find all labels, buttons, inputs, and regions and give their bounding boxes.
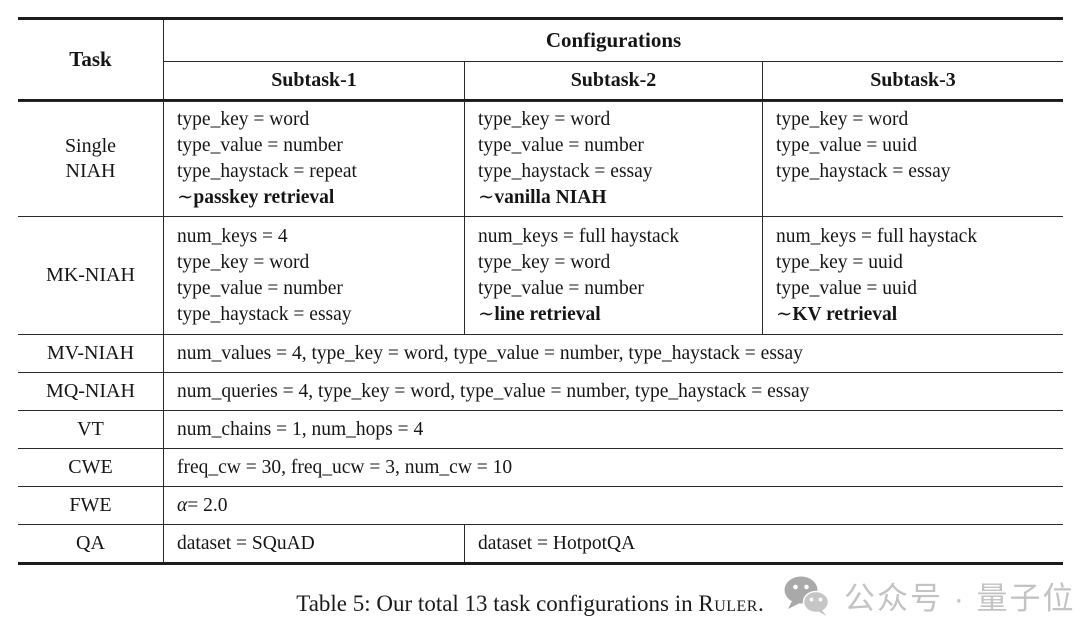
task-alias: ∼line retrieval — [478, 302, 756, 328]
config-line: type_key = word — [177, 252, 310, 273]
config-line: type_value = number — [177, 135, 343, 156]
config-line: type_haystack = essay — [177, 304, 352, 325]
alias-name: KV retrieval — [792, 304, 898, 325]
config-cell-subtask1: num_keys = 4 type_key = word type_value … — [163, 217, 464, 334]
tilde-symbol: ∼ — [478, 304, 495, 325]
config-line: type_haystack = essay — [478, 161, 653, 182]
header-subtask-1: Subtask-1 — [163, 62, 464, 99]
task-alias: ∼vanilla NIAH — [478, 185, 756, 211]
config-line: type_key = word — [478, 252, 611, 273]
row-fwe: FWE α = 2.0 — [18, 486, 1063, 524]
config-line: type_value = number — [478, 278, 644, 299]
table-caption: Table 5: Our total 13 task configuration… — [0, 591, 1060, 617]
task-label-line2: NIAH — [65, 160, 116, 182]
config-line: type_value = uuid — [776, 278, 917, 299]
row-cwe: CWE freq_cw = 30, freq_ucw = 3, num_cw =… — [18, 448, 1063, 486]
config-cell-span: α = 2.0 — [163, 487, 1063, 524]
config-cell-span: num_chains = 1, num_hops = 4 — [163, 411, 1063, 448]
config-line: type_value = uuid — [776, 135, 917, 156]
header-configurations: Configurations — [163, 20, 1063, 62]
alpha-symbol: α — [177, 494, 188, 516]
tilde-symbol: ∼ — [177, 187, 194, 208]
watermark: 公众号 · 量子位 — [782, 573, 1076, 618]
config-cell-subtask3: num_keys = full haystack type_key = uuid… — [762, 217, 1063, 334]
config-cell-span: num_values = 4, type_key = word, type_va… — [163, 335, 1063, 372]
config-cell-subtask1: type_key = word type_value = number type… — [163, 102, 464, 216]
config-line: num_keys = full haystack — [478, 226, 680, 247]
caption-ruler: Ruler — [698, 591, 758, 616]
task-configurations-table: Task Configurations Subtask-1 Subtask-2 … — [18, 17, 1063, 565]
row-mk-niah: MK-NIAH num_keys = 4 type_key = word typ… — [18, 216, 1063, 334]
task-label: Single NIAH — [18, 102, 163, 216]
config-cell-span: freq_cw = 30, freq_ucw = 3, num_cw = 10 — [163, 449, 1063, 486]
alias-name: passkey retrieval — [193, 187, 335, 208]
config-cell-subtask1: dataset = SQuAD — [163, 525, 464, 562]
task-label: MK-NIAH — [46, 264, 135, 286]
config-cell-subtask3: type_key = word type_value = uuid type_h… — [762, 102, 1063, 216]
alias-name: vanilla NIAH — [494, 187, 607, 208]
config-line: type_haystack = essay — [776, 161, 951, 182]
config-cell-subtask2: num_keys = full haystack type_key = word… — [464, 217, 762, 334]
task-label: VT — [77, 418, 104, 440]
row-vt: VT num_chains = 1, num_hops = 4 — [18, 410, 1063, 448]
header-task: Task — [69, 47, 112, 71]
config-cell-subtask2: type_key = word type_value = number type… — [464, 102, 762, 216]
tilde-symbol: ∼ — [478, 187, 495, 208]
config-cell-subtask2: dataset = HotpotQA — [464, 525, 1063, 562]
config-line: type_key = word — [177, 109, 310, 130]
config-line: type_value = number — [177, 278, 343, 299]
config-cell-span: num_queries = 4, type_key = word, type_v… — [163, 373, 1063, 410]
caption-text: Table 5: Our total 13 task configuration… — [296, 591, 699, 616]
row-single-niah: Single NIAH type_key = word type_value =… — [18, 101, 1063, 216]
config-line: type_value = number — [478, 135, 644, 156]
watermark-label: 公众号 · 量子位 — [844, 581, 1076, 616]
config-line: type_key = word — [478, 109, 611, 130]
config-line: type_key = uuid — [776, 252, 903, 273]
config-line: type_key = word — [776, 109, 909, 130]
task-label: CWE — [68, 456, 113, 478]
task-label-line1: Single — [64, 135, 117, 157]
row-qa: QA dataset = SQuAD dataset = HotpotQA — [18, 524, 1063, 562]
task-label: QA — [76, 532, 105, 554]
task-alias: ∼KV retrieval — [776, 302, 1057, 328]
row-mq-niah: MQ-NIAH num_queries = 4, type_key = word… — [18, 372, 1063, 410]
caption-period: . — [757, 591, 764, 616]
row-mv-niah: MV-NIAH num_values = 4, type_key = word,… — [18, 334, 1063, 372]
alpha-value: = 2.0 — [187, 494, 228, 516]
header-subtask-2: Subtask-2 — [464, 62, 762, 99]
task-label: MV-NIAH — [46, 342, 135, 364]
task-label: MQ-NIAH — [46, 380, 135, 402]
config-line: num_keys = full haystack — [776, 226, 978, 247]
table-header: Task Configurations Subtask-1 Subtask-2 … — [18, 20, 1063, 101]
task-label: FWE — [69, 494, 112, 516]
alias-name: line retrieval — [494, 304, 601, 325]
wechat-icon — [784, 576, 830, 616]
config-line: num_keys = 4 — [177, 226, 288, 247]
header-subtask-3: Subtask-3 — [762, 62, 1063, 99]
tilde-symbol: ∼ — [776, 304, 793, 325]
config-line: type_haystack = repeat — [177, 161, 357, 182]
task-alias: ∼passkey retrieval — [177, 185, 458, 211]
